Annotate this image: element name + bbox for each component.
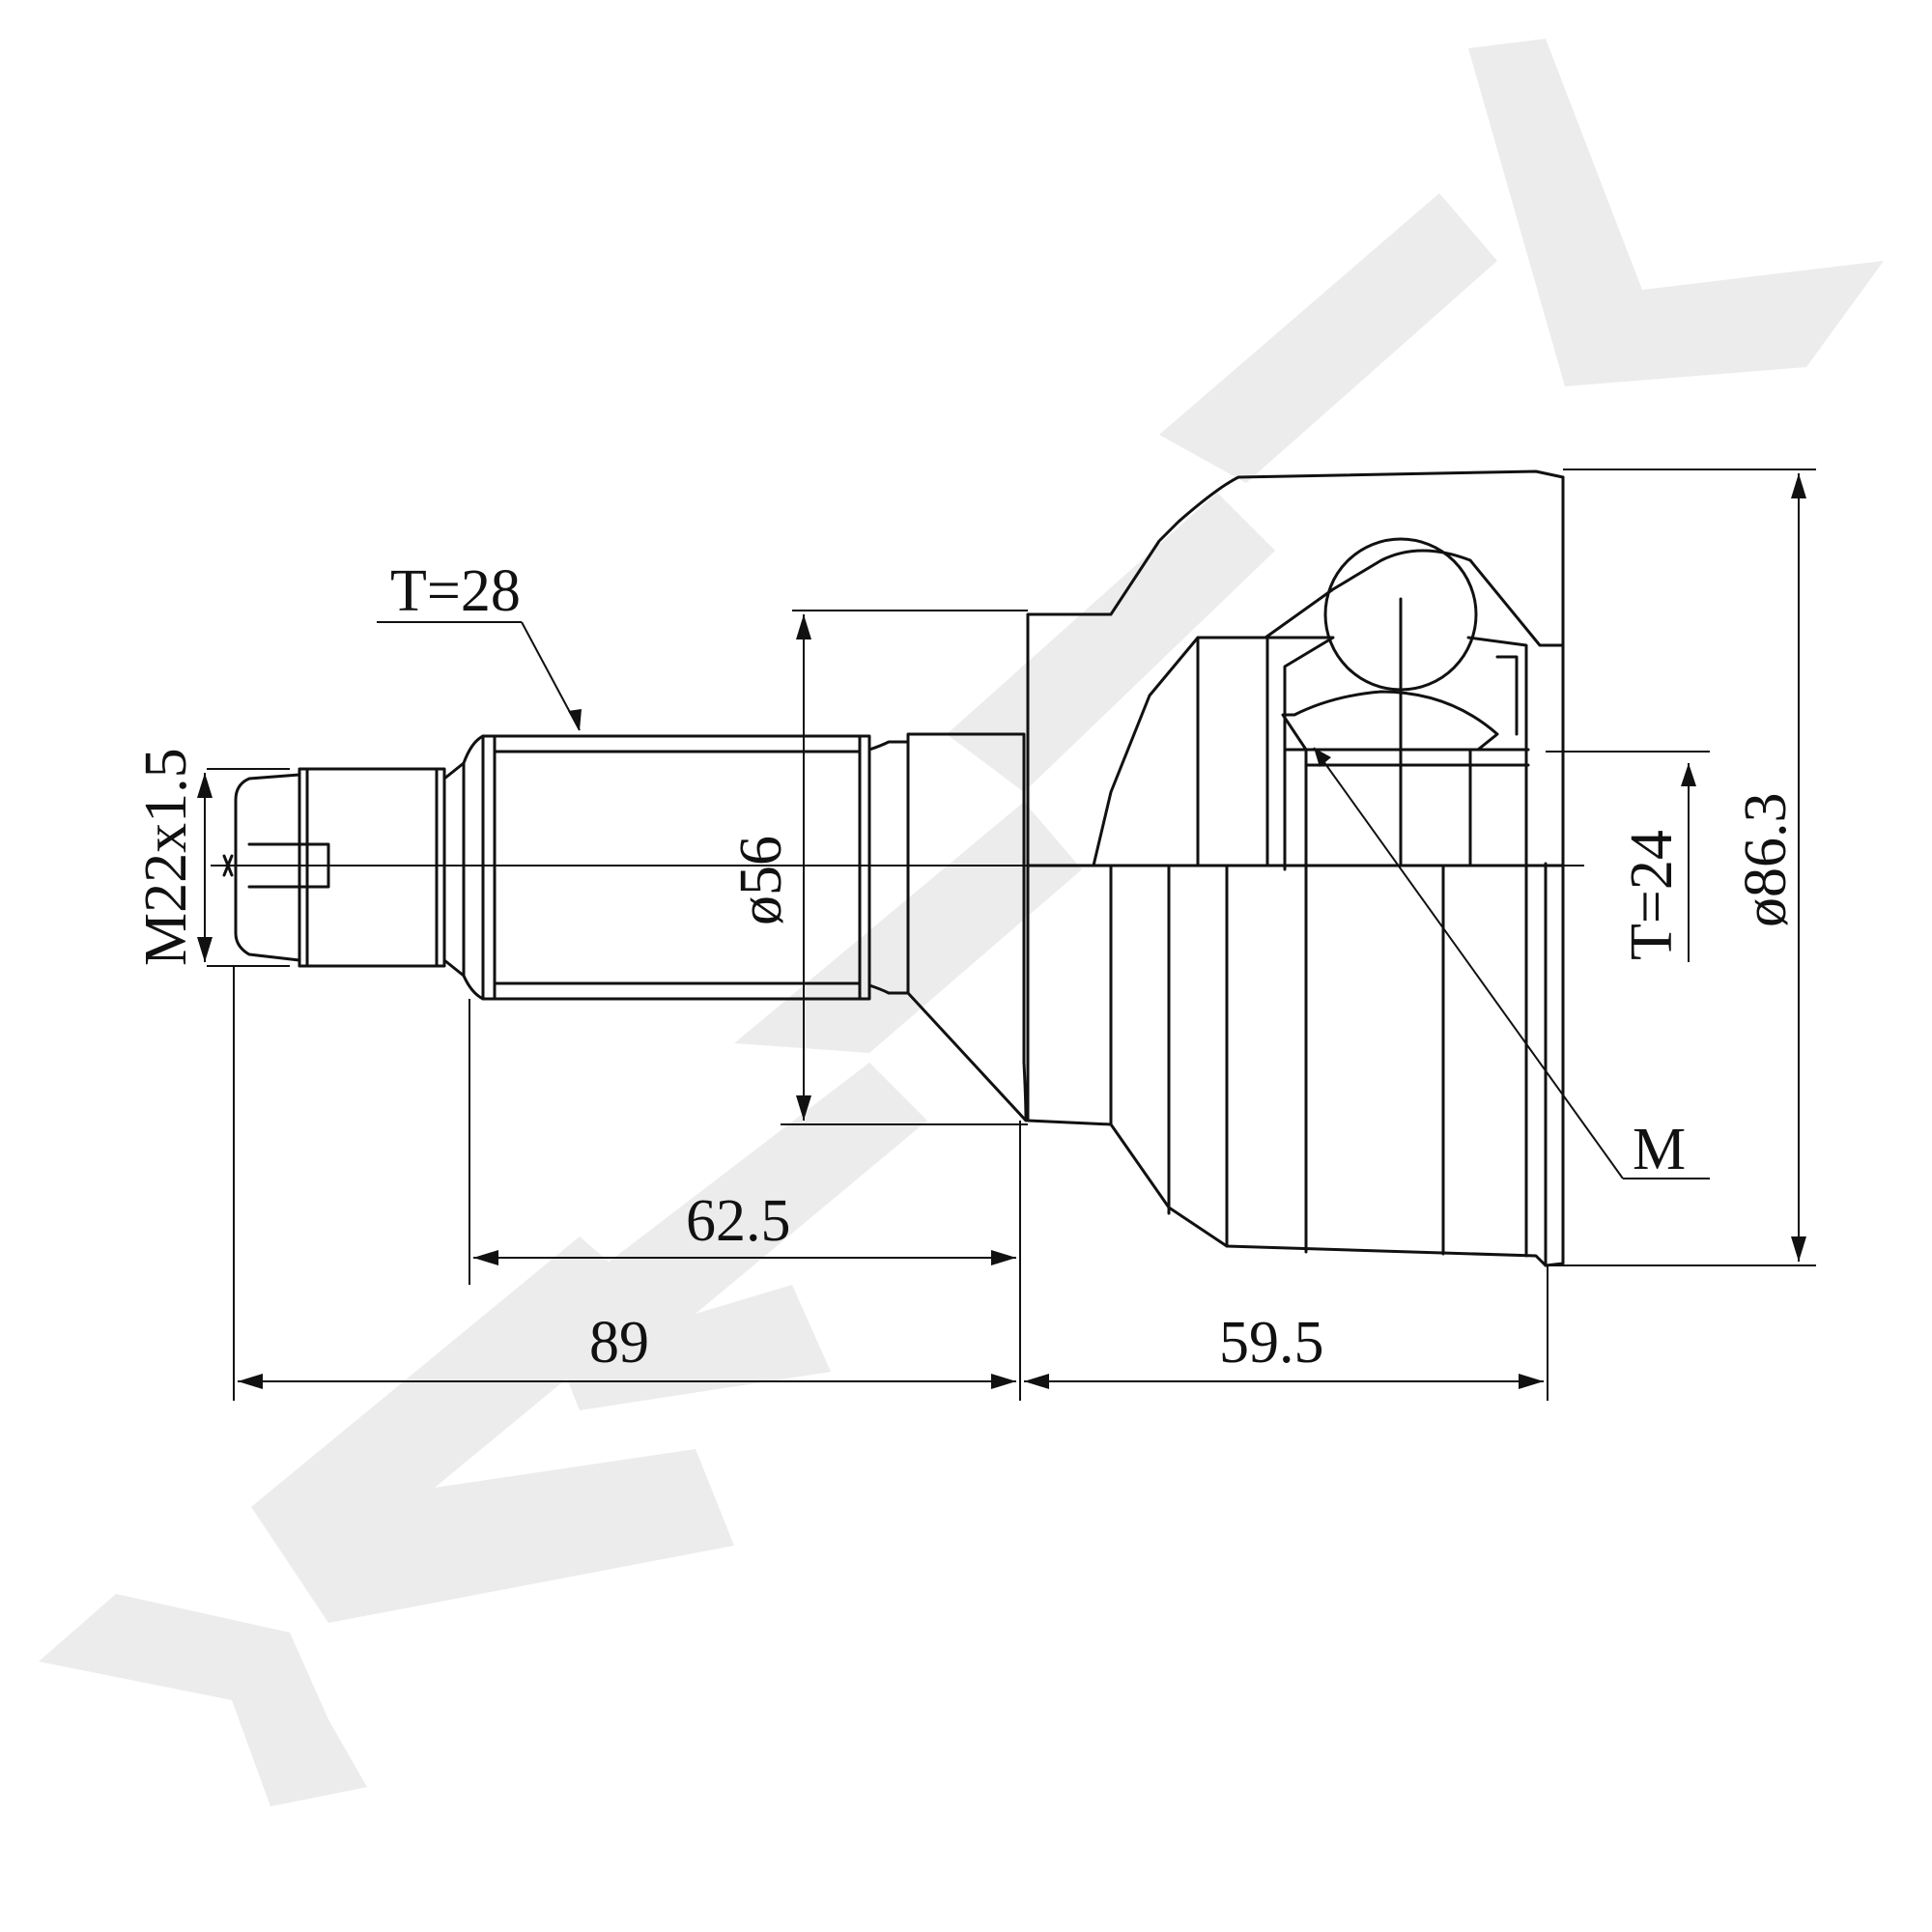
len-spline-label: 62.5 bbox=[686, 1188, 791, 1254]
spline-outer-leader bbox=[377, 621, 582, 731]
len-housing-label: 59.5 bbox=[1219, 1310, 1324, 1376]
thread-dimension bbox=[197, 768, 290, 967]
length-dimensions bbox=[233, 966, 1548, 1401]
housing-dia-label: ø86.3 bbox=[1733, 793, 1799, 928]
marker-label: M bbox=[1633, 1117, 1686, 1182]
len-stub-label: 89 bbox=[589, 1310, 649, 1376]
shaft-flange bbox=[906, 732, 1028, 1122]
spline-inner-dimension bbox=[1546, 751, 1710, 962]
spline-outer-label: T=28 bbox=[390, 558, 521, 624]
brand-watermark bbox=[39, 39, 1884, 1806]
housing-dia-dimension bbox=[1546, 469, 1816, 1266]
cage bbox=[1196, 597, 1530, 871]
thread-spec-label: M22x1.5 bbox=[133, 748, 199, 966]
inner-race-hatched bbox=[1281, 690, 1499, 752]
shaft-dia-label: ø56 bbox=[728, 836, 794, 925]
neck bbox=[442, 761, 466, 978]
threaded-tip bbox=[222, 767, 446, 968]
shaft-dia-dimension bbox=[781, 610, 1028, 1125]
housing-section-hatched bbox=[1026, 469, 1565, 867]
housing-lower bbox=[1026, 475, 1565, 1267]
marker-leader bbox=[1313, 747, 1710, 1179]
spline-inner-label: T=24 bbox=[1619, 830, 1685, 960]
